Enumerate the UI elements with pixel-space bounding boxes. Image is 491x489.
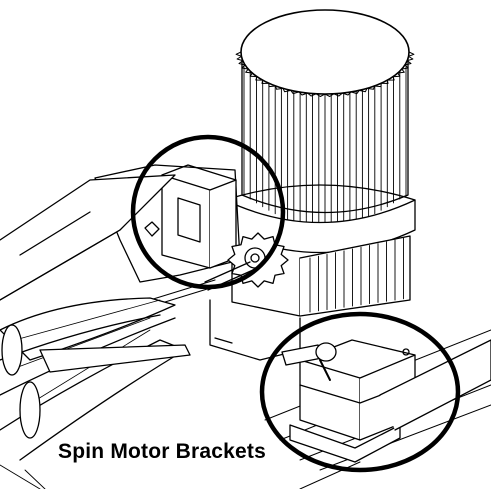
bracket-slot: [144, 221, 160, 237]
right-spin-bracket: [264, 329, 491, 471]
motor-top-cap: [240, 9, 410, 95]
motor-fins: [241, 51, 409, 229]
motor-cap-serration: [235, 51, 415, 97]
rotor-arms: [0, 174, 218, 489]
motor-base-plate: [209, 299, 301, 361]
figure-caption: Spin Motor Brackets: [58, 440, 267, 463]
callout-circle-right-bracket: [259, 311, 461, 473]
motor-assembly: [209, 9, 416, 361]
callout-circle-left-bracket: [130, 134, 286, 290]
